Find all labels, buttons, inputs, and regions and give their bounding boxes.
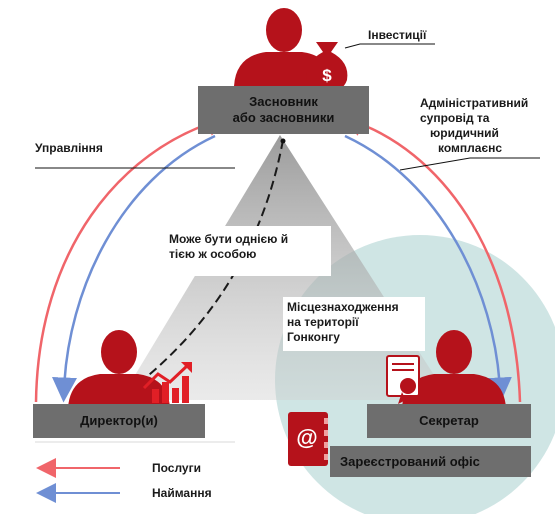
admin-label: Адміністративний супровід та юридичний к… [420,96,540,156]
director-box: Директор(и) [33,404,205,438]
location-line1: Місцезнаходження [287,300,399,314]
registered-office-box: Зареєстрований офіс [330,446,531,477]
admin-label-line1: Адміністративний [420,96,529,110]
svg-text:@: @ [296,425,317,450]
blue-arrow-right [344,134,512,403]
admin-label-line3: юридичний [430,126,499,140]
location-note: Місцезнаходження на території Гонконгу [283,297,425,351]
dashed-link-start-dot [280,138,286,144]
admin-label-line4: комплаєнс [438,141,502,155]
director-person-icon [68,330,170,408]
money-bag-icon: $ [306,42,348,92]
svg-text:$: $ [322,66,332,85]
location-line3: Гонконгу [287,330,340,344]
same-person-line1: Може бути однією й [169,232,289,246]
investments-pointer-line [344,43,435,49]
red-arrow-right [338,112,522,403]
founder-label-line2: або засновники [232,110,335,125]
legend-hiring-label: Наймання [152,486,212,500]
founder-box: Засновник або засновники [198,86,369,134]
founder-label-line1: Засновник [249,94,318,109]
secretary-label: Секретар [419,413,479,428]
same-person-note: Може бути однією й тією ж особою [163,226,331,276]
secretary-box: Секретар [367,404,531,438]
legend-services-label: Послуги [152,461,201,475]
registered-office-label: Зареєстрований офіс [340,453,480,469]
blue-arrow-left [52,134,216,403]
certificate-icon [386,355,420,405]
director-label: Директор(и) [80,413,158,428]
location-line2: на території [287,315,359,329]
address-book-icon: @ [288,412,328,466]
secretary-person-icon [402,330,506,408]
management-label: Управління [35,141,103,155]
growth-chart-icon [142,362,192,403]
admin-pointer-line [399,157,540,171]
red-arrow-left [34,111,232,403]
investments-label: Інвестиції [368,28,427,42]
same-person-line2: тією ж особою [169,247,257,261]
dashed-link [137,139,284,385]
admin-label-line2: супровід та [420,111,490,125]
